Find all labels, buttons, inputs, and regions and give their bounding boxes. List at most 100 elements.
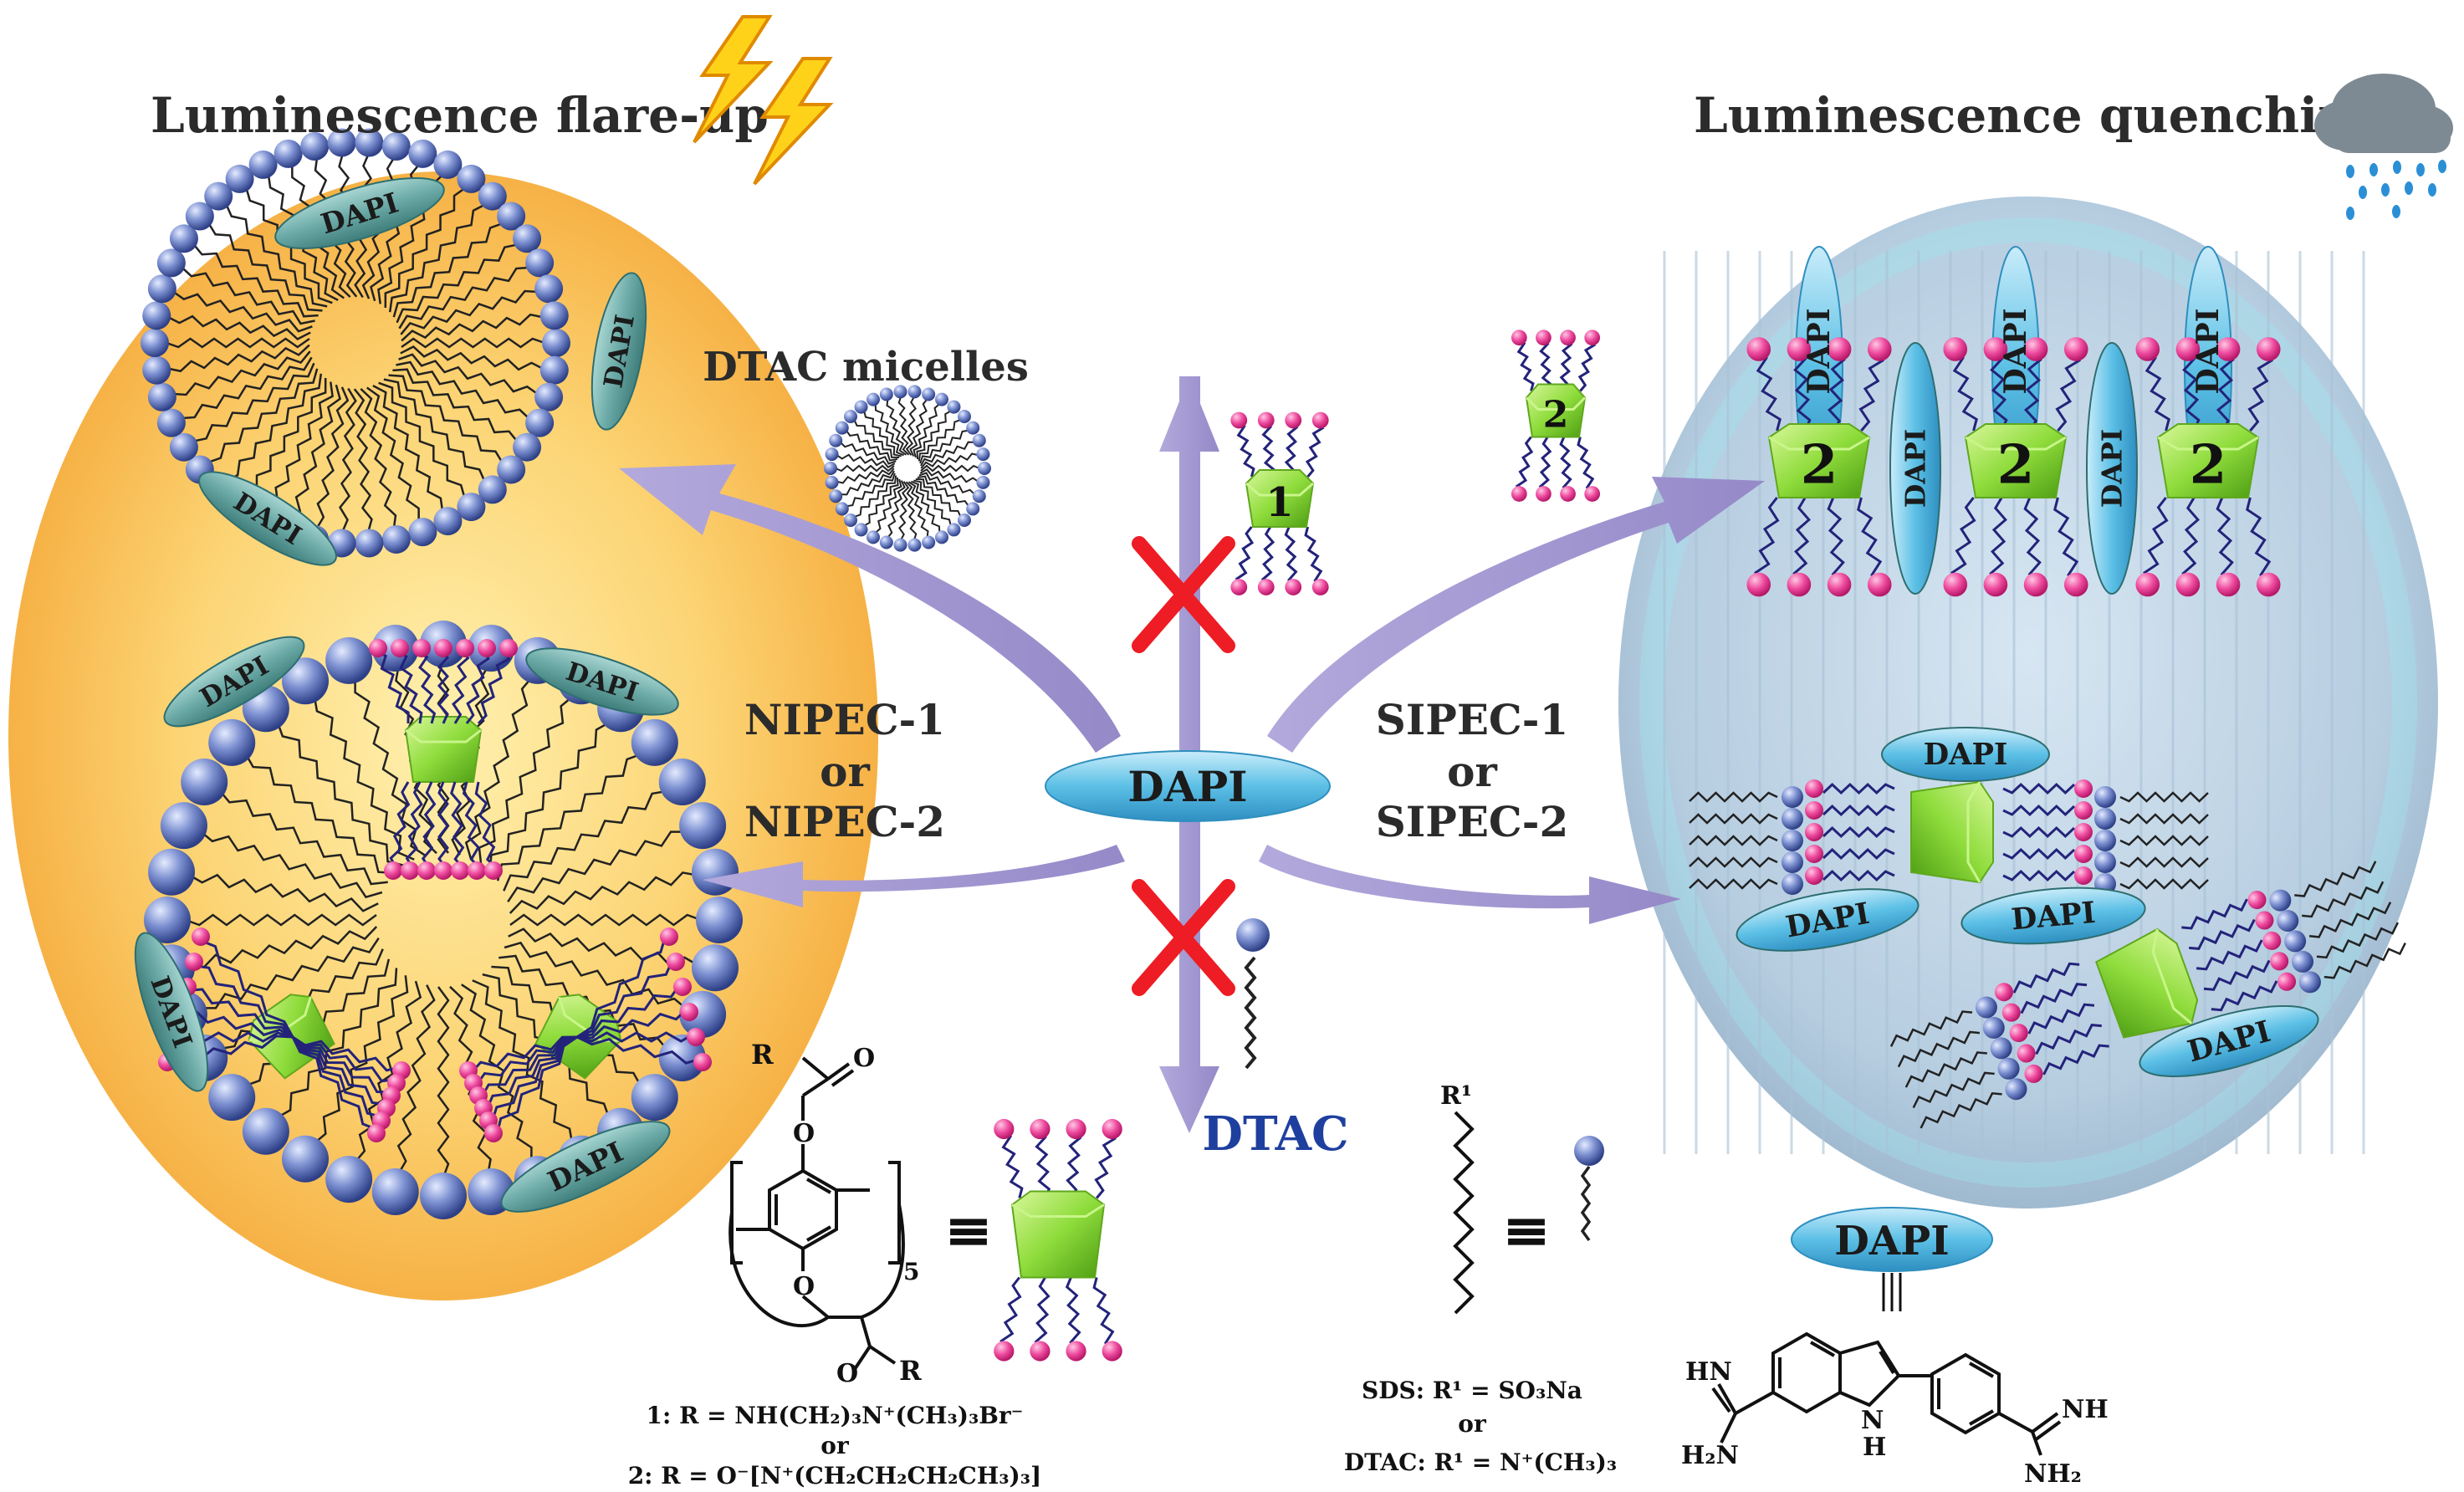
dapi-molecule-label: DAPI — [1802, 308, 1837, 394]
pillar-r-bottom: R — [899, 1355, 922, 1387]
pillar-o-top-carbonyl: O — [853, 1044, 875, 1073]
host-label: 2 — [1997, 433, 2035, 496]
dapi-molecule-label: DAPI — [2191, 308, 2226, 394]
pillar-def-2: 2: R = O⁻[N⁺(CH₂CH₂CH₂CH₃)₃] — [628, 1462, 1042, 1489]
dapi-h2n: H₂N — [1681, 1441, 1739, 1470]
surfactant-dtac: DTAC: R¹ = N⁺(CH₃)₃ — [1344, 1449, 1617, 1476]
right-texture-lines — [1663, 251, 2365, 1154]
arrow-to-dtac-micelle — [619, 464, 1121, 753]
pillar-r-top: R — [751, 1039, 774, 1070]
sipec-2-label: SIPEC-2 — [1376, 797, 1569, 846]
host-pillararene: 1 — [1245, 469, 1315, 528]
sipec-1-label: SIPEC-1 — [1376, 695, 1569, 744]
host-label: 2 — [1801, 433, 1838, 496]
right-ellipse-glow — [1639, 217, 2417, 1188]
nipec-1-label: NIPEC-1 — [744, 695, 945, 744]
surfactant-or: or — [1458, 1410, 1487, 1438]
cross-icon-top — [1132, 536, 1235, 653]
dapi-molecule: DAPI — [1736, 888, 1920, 952]
dapi-molecule-label: DAPI — [2095, 429, 2128, 508]
surfactant-chain-structure — [1453, 1111, 1475, 1315]
dapi-legend-label: DAPI — [1834, 1218, 1949, 1265]
host-label: 2 — [2190, 433, 2227, 496]
right-top-assembly: DAPI DAPI 2 2 2 DAPI DAPI DAPI — [1746, 246, 2281, 597]
host-with-chains — [994, 1118, 1122, 1362]
host-2-center: 2 — [1511, 330, 1601, 502]
host-pillararene — [1010, 1190, 1106, 1279]
host-with-chains: 2 — [1943, 337, 2088, 597]
cross-icon-bottom — [1132, 879, 1235, 996]
vertical-arrow-head-top — [1159, 376, 1219, 452]
center-dapi: DAPI — [1045, 750, 1331, 822]
surfactant-legend-icon — [1574, 1136, 1604, 1242]
host-legend-icon — [994, 1118, 1122, 1362]
dapi-molecule: DAPI — [1960, 887, 2146, 945]
dapi-molecule: DAPI — [590, 272, 647, 431]
dtac-label: DTAC — [1202, 1106, 1348, 1162]
host-pillararene — [1910, 780, 1994, 884]
pillar-subscript-n: 5 — [903, 1258, 919, 1285]
host-label: 2 — [1543, 393, 1569, 436]
right-title: Luminescence quenching — [1694, 87, 2387, 144]
nipec-2-label: NIPEC-2 — [744, 797, 945, 846]
lightning-icon — [693, 15, 834, 186]
pillar-o-bottom-carbonyl: O — [836, 1359, 858, 1388]
nipec-or-label: or — [820, 747, 870, 796]
dapi-nh-right: NH — [2062, 1395, 2109, 1424]
pillararene-structure — [728, 1056, 905, 1373]
dapi-equiv-mark — [1882, 1273, 1902, 1311]
dapi-molecule-label: DAPI — [1899, 429, 1931, 508]
dapi-molecule-label: DAPI — [1998, 308, 2033, 394]
right-bottom-assembly: DAPI DAPI DAPI DAPI — [1689, 727, 2406, 1129]
host-pillararene: 2 — [1525, 383, 1587, 438]
sipec-bundle — [1689, 779, 2209, 895]
sipec-or-label: or — [1447, 747, 1497, 796]
dtac-micelle-icon — [824, 385, 991, 552]
host-pillararene — [2095, 927, 2199, 1039]
top-micelle: DAPI DAPI DAPI — [141, 128, 647, 566]
dapi-h: H — [1863, 1433, 1886, 1462]
dapi-n: N — [1861, 1406, 1884, 1435]
dapi-molecule: DAPI — [2086, 342, 2138, 595]
host-with-chains: 1 — [1230, 411, 1329, 595]
host-with-chains: 2 — [2135, 337, 2281, 597]
center-dapi-label: DAPI — [1127, 762, 1247, 811]
surfactant-sds: SDS: R¹ = SO₃Na — [1362, 1377, 1582, 1404]
host-with-chains: 2 — [1511, 330, 1601, 502]
pillar-o-bottom: O — [793, 1272, 815, 1301]
host-label: 1 — [1265, 479, 1293, 526]
sipec-bundle — [1889, 861, 2406, 1129]
equiv-symbol-pillar: ≡ — [944, 1195, 994, 1265]
dapi-molecule-label: DAPI — [1924, 738, 2008, 772]
pillar-def-or: or — [820, 1432, 850, 1459]
left-title: Luminescence flare-up — [151, 87, 769, 144]
equiv-symbol-surfactant: ≡ — [1502, 1195, 1552, 1265]
dapi-molecule: DAPI — [1889, 342, 1941, 595]
arrow-to-nipec — [703, 845, 1125, 907]
host-1-center: 1 — [1230, 411, 1329, 595]
dtac-surfactant-icon — [1236, 918, 1270, 1070]
dapi-molecule: DAPI — [274, 176, 445, 250]
dapi-molecule-label: DAPI — [2010, 896, 2097, 938]
host-with-chains: 2 — [1746, 337, 1892, 597]
host-pillararene: 2 — [1767, 423, 1871, 498]
dapi-molecule: DAPI — [198, 471, 337, 566]
host-pillararene: 2 — [1964, 423, 2068, 498]
host-pillararene — [404, 716, 483, 783]
pillar-o-top: O — [793, 1119, 815, 1148]
rain-cloud-icon — [2314, 74, 2453, 220]
dtac-micelles-label: DTAC micelles — [703, 344, 1029, 391]
pillar-def-1: 1: R = NH(CH₂)₃N⁺(CH₃)₃Br⁻ — [647, 1402, 1024, 1429]
dapi-molecule: DAPI — [2139, 1004, 2319, 1078]
dapi-structure — [1711, 1331, 2062, 1456]
dapi-nh2-right: NH₂ — [2024, 1459, 2082, 1489]
arrow-to-sipec-bottom — [1259, 845, 1681, 924]
dapi-legend: DAPI — [1791, 1207, 1993, 1272]
arrow-to-sipec-top — [1267, 477, 1765, 753]
surfactant-r1: R¹ — [1440, 1081, 1472, 1111]
dapi-hn: HN — [1685, 1357, 1732, 1387]
